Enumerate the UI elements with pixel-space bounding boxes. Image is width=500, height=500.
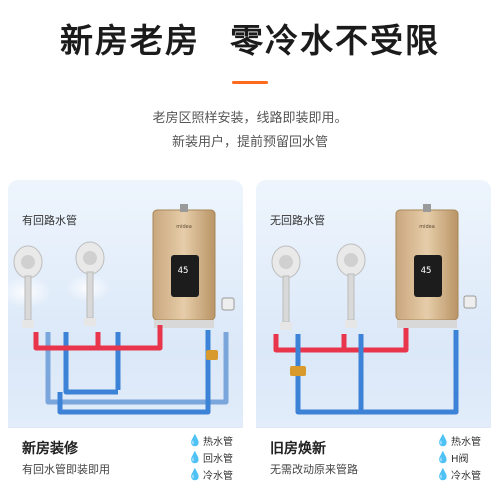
panel-old-house: midea 45 无回路水管 旧房焕新 无需改动原来管路 [256, 180, 491, 490]
water-heater: midea 45 [152, 204, 216, 328]
drop-icon: 💧 [188, 434, 202, 447]
heater-display: 45 [178, 266, 189, 276]
legend-item: 💧回水管 [188, 451, 233, 465]
heater-display: 45 [421, 266, 432, 276]
svg-text:midea: midea [419, 224, 435, 230]
pipe-legend: 💧热水管 💧回水管 💧冷水管 [188, 432, 233, 483]
subtitle-line-1: 老房区照样安装，线路即装即用。 [152, 111, 348, 126]
accent-divider [232, 81, 268, 84]
pump-icon [221, 297, 235, 311]
headline-left: 新房老房 [60, 21, 200, 60]
legend-item: 💧H阀 [436, 451, 469, 465]
shower-head-icon [336, 243, 366, 328]
panel-title: 新房装修 [22, 441, 78, 457]
legend-item: 💧冷水管 [188, 468, 233, 482]
shower-head-icon [75, 241, 105, 326]
svg-text:midea: midea [176, 224, 192, 230]
legend-item: 💧热水管 [436, 434, 481, 448]
plumbing-diagram-without-return: midea 45 [271, 204, 477, 415]
panel-label: 无回路水管 [270, 214, 325, 227]
drop-icon: 💧 [436, 434, 450, 447]
shower-head-icon [271, 245, 301, 330]
drop-icon: 💧 [436, 451, 450, 464]
shower-head-icon [13, 245, 43, 328]
panel-title: 旧房焕新 [270, 441, 326, 457]
legend-item: 💧冷水管 [436, 468, 481, 482]
legend-item: 💧热水管 [188, 434, 233, 448]
drop-icon: 💧 [188, 468, 202, 481]
panel-new-house: midea 45 [8, 180, 243, 490]
headline-right: 零冷水不受限 [230, 21, 440, 60]
pump-icon [463, 295, 477, 309]
panel-footer: 新房装修 有回水管即装即用 💧热水管 💧回水管 💧冷水管 [8, 427, 243, 490]
valve-icon [206, 350, 218, 360]
water-heater: midea 45 [395, 204, 459, 328]
pipe-legend: 💧热水管 💧H阀 💧冷水管 [436, 432, 481, 483]
drop-icon: 💧 [436, 468, 450, 481]
headline: 新房老房零冷水不受限 [0, 14, 500, 62]
panel-subtitle: 无需改动原来管路 [270, 463, 358, 476]
plumbing-diagram-with-return: midea 45 [8, 204, 235, 415]
panel-footer: 旧房焕新 无需改动原来管路 💧热水管 💧H阀 💧冷水管 [256, 427, 491, 490]
panel-label: 有回路水管 [22, 214, 77, 227]
h-valve-icon [290, 366, 306, 376]
drop-icon: 💧 [188, 451, 202, 464]
panel-subtitle: 有回水管即装即用 [22, 463, 110, 476]
subtitle-line-2: 新装用户，提前预留回水管 [171, 135, 328, 150]
